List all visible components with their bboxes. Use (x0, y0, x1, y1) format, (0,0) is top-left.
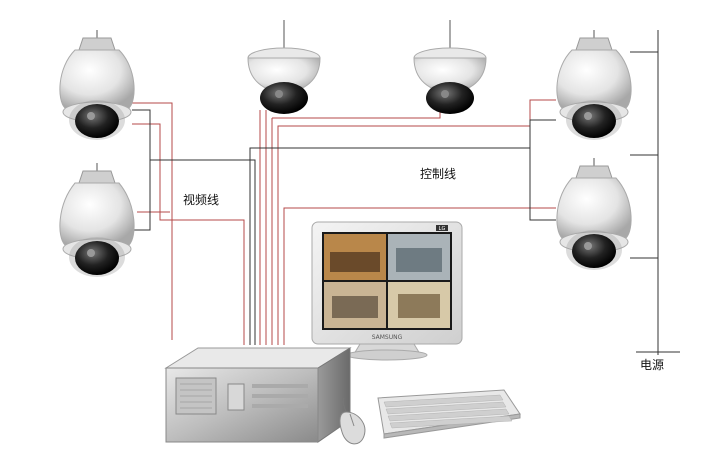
speed-dome-camera-top-right (556, 30, 632, 140)
ceiling-dome-camera-right (413, 20, 487, 114)
speed-dome-camera-top-left (59, 30, 135, 140)
control-wires-left (132, 109, 256, 345)
wiring (132, 30, 680, 355)
video-line-label: 视频线 (183, 193, 220, 207)
power-label: 电源 (640, 358, 665, 372)
video-wires-left (132, 102, 245, 345)
control-line-label: 控制线 (420, 167, 457, 181)
speed-dome-camera-mid-left (59, 163, 135, 277)
mouse (339, 397, 366, 445)
monitor-badge: LG (439, 226, 446, 232)
crt-monitor: SAMSUNG LG (311, 221, 463, 361)
dvr-recorder (164, 347, 352, 443)
monitor-brand: SAMSUNG (372, 334, 403, 341)
ceiling-dome-camera-left (247, 20, 321, 114)
video-wires-top (259, 110, 441, 345)
control-wires-right (249, 119, 556, 345)
monitor-quad-view (324, 234, 450, 328)
keyboard (377, 389, 521, 439)
speed-dome-camera-mid-right (556, 158, 632, 270)
